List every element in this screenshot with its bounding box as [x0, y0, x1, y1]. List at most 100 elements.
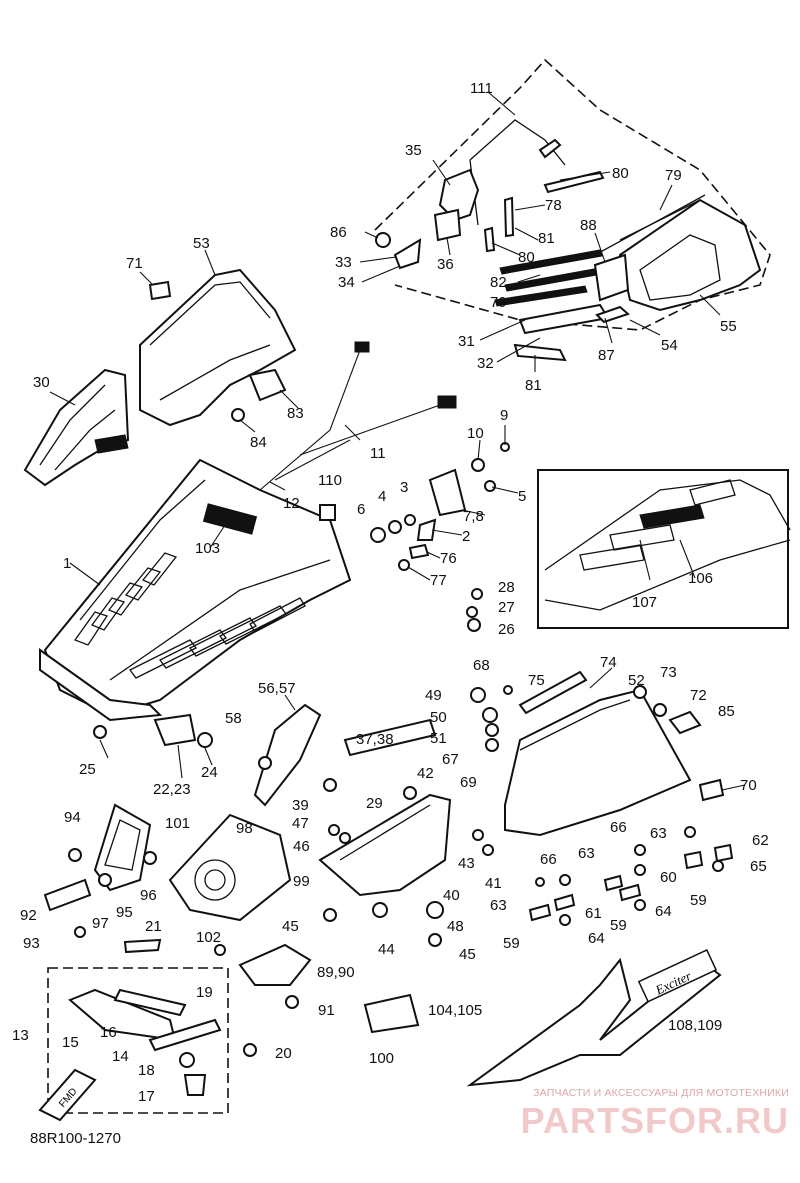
leader-lines: [49, 91, 746, 791]
part-label: 3: [400, 479, 408, 496]
part-label: 2: [462, 528, 470, 545]
part-label: 12: [283, 495, 300, 512]
part-label: 29: [366, 795, 383, 812]
part-label: 14: [112, 1048, 129, 1065]
part-label: 81: [538, 230, 555, 247]
part-label: 44: [378, 941, 395, 958]
part-label: 45: [459, 946, 476, 963]
watermark-tagline: ЗАПЧАСТИ И АКСЕССУАРЫ ДЛЯ МОТОТЕХНИКИ: [533, 1087, 789, 1099]
part-label: 41: [485, 875, 502, 892]
part-label: 59: [503, 935, 520, 952]
part-label: 50: [430, 709, 447, 726]
part-label: 108,109: [668, 1017, 722, 1034]
part-label: 18: [138, 1062, 155, 1079]
part-label: 104,105: [428, 1002, 482, 1019]
windshield: [374, 58, 771, 331]
part-label: 66: [540, 851, 557, 868]
part-label: 39: [292, 797, 309, 814]
part-label: 100: [369, 1050, 394, 1067]
part-label: 4: [378, 488, 386, 505]
part-label: 35: [405, 142, 422, 159]
part-label: 19: [196, 984, 213, 1001]
part-label: 84: [250, 434, 267, 451]
part-label: 60: [660, 869, 677, 886]
part-label: 64: [655, 903, 672, 920]
wire-harness: [259, 341, 457, 491]
part-label: 10: [467, 425, 484, 442]
part-label: 85: [718, 703, 735, 720]
part-label: 52: [628, 672, 645, 689]
part-label: 51: [430, 730, 447, 747]
part-label: 98: [236, 820, 253, 837]
part-label: 91: [318, 1002, 335, 1019]
part-label: 49: [425, 687, 442, 704]
part-label: 87: [598, 347, 615, 364]
part-label: 28: [498, 579, 515, 596]
hood-vents: [73, 552, 306, 679]
part-label: 89,90: [317, 964, 355, 981]
part-label: 17: [138, 1088, 155, 1105]
part-label: 92: [20, 907, 37, 924]
part-label: 25: [79, 761, 96, 778]
part-label: 93: [23, 935, 40, 952]
part-label: 22,23: [153, 781, 191, 798]
part-label: 75: [528, 672, 545, 689]
windshield-bracket: [375, 168, 630, 302]
part-label: 71: [126, 255, 143, 272]
part-label: 79: [665, 167, 682, 184]
fasteners: [43, 588, 734, 1009]
part-label: 69: [460, 774, 477, 791]
part-label: 111: [470, 80, 493, 97]
hood: [39, 458, 352, 722]
part-label: 45: [282, 918, 299, 935]
part-label: 110: [318, 472, 342, 489]
part-label: 20: [275, 1045, 292, 1062]
part-label: 82: [490, 274, 507, 291]
part-label: 37,38: [356, 731, 394, 748]
figure-code: 88R100-1270: [30, 1130, 121, 1147]
part-label: 78: [545, 197, 562, 214]
part-labels: 111 35 80 79 78 86 81 88 80 33 36 34 82 …: [12, 80, 769, 1105]
part-label: 48: [447, 918, 464, 935]
part-label: 63: [490, 897, 507, 914]
part-label: 53: [193, 235, 210, 252]
part-label: 26: [498, 621, 515, 638]
part-label: 79: [490, 294, 507, 311]
right-side-panel: [504, 670, 692, 837]
part-label: 81: [525, 377, 542, 394]
part-label: 74: [600, 654, 617, 671]
part-label: 59: [690, 892, 707, 909]
part-label: 21: [145, 918, 162, 935]
part-label: 58: [225, 710, 242, 727]
part-label: 27: [498, 599, 515, 616]
part-label: 102: [196, 929, 221, 946]
part-label: 73: [660, 664, 677, 681]
part-label: 46: [293, 838, 310, 855]
part-label: 65: [750, 858, 767, 875]
part-label: 30: [33, 374, 50, 391]
plates: [123, 938, 420, 1034]
part-label: 7,8: [463, 508, 484, 525]
part-label: 33: [335, 254, 352, 271]
part-label: 103: [195, 540, 220, 557]
part-label: 5: [518, 488, 526, 505]
part-label: 6: [357, 501, 365, 518]
part-label: 72: [690, 687, 707, 704]
part-label: 95: [116, 904, 133, 921]
part-label: 61: [585, 905, 602, 922]
part-label: 34: [338, 274, 355, 291]
part-label: 62: [752, 832, 769, 849]
part-label: 83: [287, 405, 304, 422]
part-label: 76: [440, 550, 457, 567]
part-label: 59: [610, 917, 627, 934]
part-label: 94: [64, 809, 81, 826]
part-label: 24: [201, 764, 218, 781]
side-panel: [139, 268, 297, 427]
part-label: 32: [477, 355, 494, 372]
part-label: 88: [580, 217, 597, 234]
part-label: 77: [430, 572, 447, 589]
part-label: 43: [458, 855, 475, 872]
part-label: 11: [370, 445, 386, 462]
part-label: 96: [140, 887, 157, 904]
